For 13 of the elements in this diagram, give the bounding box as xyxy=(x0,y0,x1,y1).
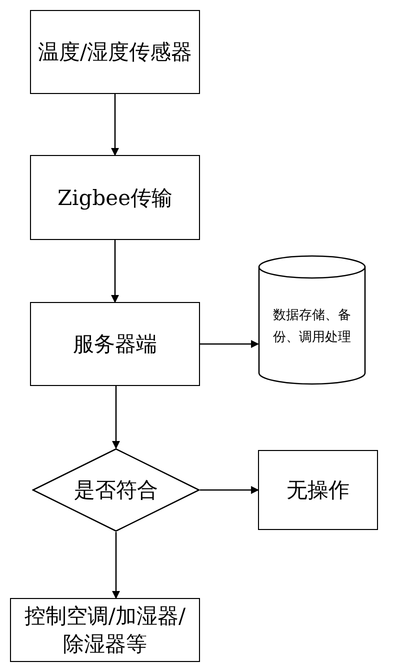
process-box: 服务器端 xyxy=(30,302,200,386)
arrow xyxy=(111,94,119,156)
process-box: 无操作 xyxy=(258,450,378,530)
arrow xyxy=(112,386,120,449)
arrow xyxy=(112,532,120,599)
database-cylinder: 数据存储、备份、调用处理 xyxy=(258,255,366,385)
arrow xyxy=(200,340,259,348)
process-box: 温度/湿度传感器 xyxy=(30,10,200,94)
arrow xyxy=(111,240,119,303)
process-box: Zigbee传输 xyxy=(30,155,200,240)
decision-diamond: 是否符合 xyxy=(32,448,200,532)
arrow xyxy=(200,486,259,494)
process-box: 控制空调/加湿器/除湿器等 xyxy=(10,598,200,662)
